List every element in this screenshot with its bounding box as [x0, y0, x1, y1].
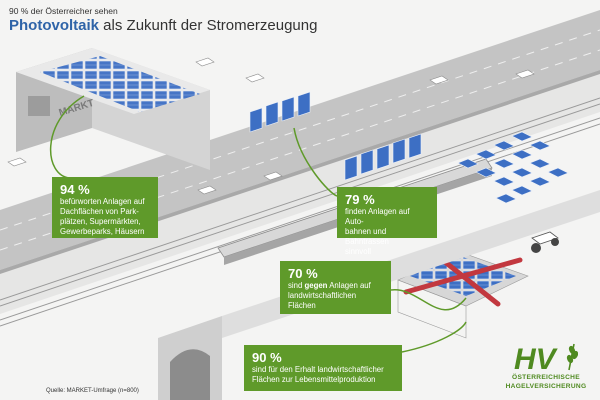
source-note: Quelle: MARKET-Umfrage (n=800) — [46, 388, 139, 394]
hv-logo-mark: HV — [514, 343, 578, 372]
title-rest: als Zukunft der Stromerzeugung — [99, 17, 318, 34]
stat-line: Flächen zur Lebensmittelproduktion — [252, 375, 376, 384]
hv-logo: HV ÖSTERREICHISCHE HAGELVERSICHERUNG — [498, 342, 594, 396]
page-title: Photovoltaik als Zukunft der Stromerzeug… — [9, 17, 317, 34]
stat-percent: 70 % — [288, 266, 318, 281]
noise-barrier-panels — [249, 91, 422, 181]
stat-percent: 94 % — [60, 182, 90, 197]
stat-line-pre: sind — [288, 281, 305, 290]
stat-line: Gewerbeparks, Häusern — [60, 227, 145, 236]
stat-line-post: Anlagen auf — [327, 281, 371, 290]
stat-line: finden Anlagen auf Auto- — [345, 207, 410, 226]
logo-mark-text: HV — [514, 343, 559, 372]
stat-box-rooftops: 94 % befürworten Anlagen auf Dachflächen… — [52, 177, 158, 238]
stat-line-bold: gegen — [304, 281, 328, 290]
stat-line: Flächen — [288, 301, 316, 310]
stat-line: sinnvoll — [345, 247, 372, 256]
stat-line: befürworten Anlagen auf — [60, 197, 145, 206]
stat-percent: 79 % — [345, 192, 375, 207]
logo-line-2: HAGELVERSICHERUNG — [505, 383, 587, 390]
stat-box-motorways: 79 % finden Anlagen auf Auto- bahnen und… — [337, 187, 437, 256]
parked-cars — [7, 57, 535, 195]
stat-line: sind gegen Anlagen auf — [288, 281, 383, 291]
field-solar-panels — [457, 131, 569, 204]
stat-box-farmland: 70 % sind gegen Anlagen auf landwirtscha… — [280, 261, 391, 314]
stat-line: landwirtschaftlichen — [288, 291, 357, 300]
stat-percent: 90 % — [252, 350, 282, 365]
stat-line: Dachflächen von Park- — [60, 207, 139, 216]
stat-line: sind für den Erhalt landwirtschaftlicher — [252, 365, 384, 374]
connector-lines — [50, 95, 467, 353]
stat-box-food-production: 90 % sind für den Erhalt landwirtschaftl… — [244, 345, 402, 391]
roof-solar-array — [40, 56, 200, 112]
logo-line-1: ÖSTERREICHISCHE — [512, 374, 580, 381]
kicker-text: 90 % der Österreicher sehen — [9, 6, 118, 16]
stat-line: bahnen und Bahntrassen — [345, 227, 389, 246]
title-strong: Photovoltaik — [9, 17, 100, 34]
stat-line: plätzen, Supermärkten, — [60, 217, 141, 226]
wheat-icon — [566, 343, 578, 371]
tractor — [531, 231, 559, 253]
